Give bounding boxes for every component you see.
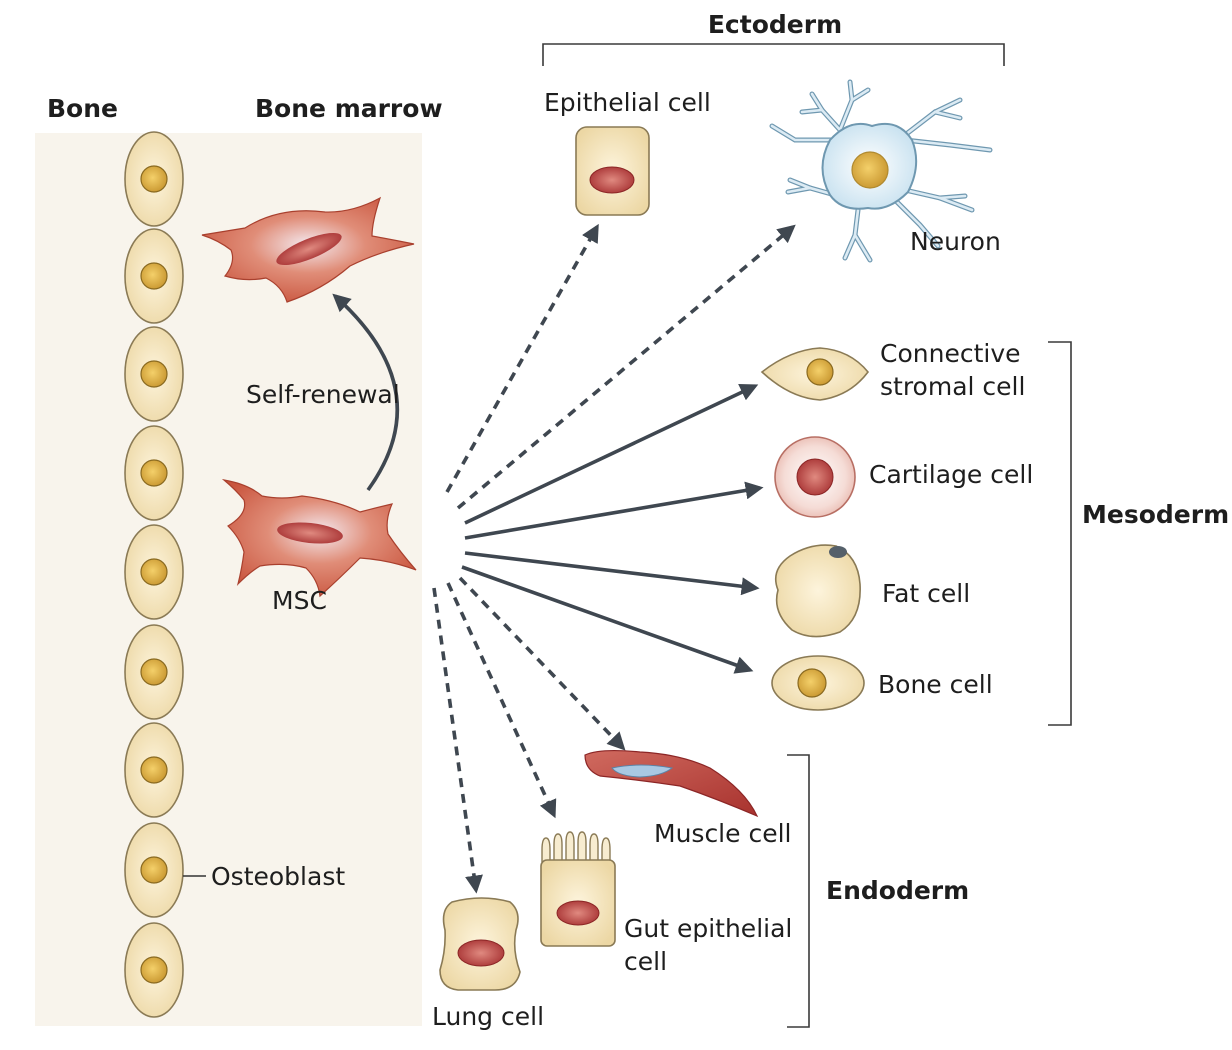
muscle-cell-label: Muscle cell xyxy=(654,819,791,848)
gut-epithelial-cell-label-line1: Gut epithelial xyxy=(624,914,792,943)
osteoblast-cell xyxy=(124,524,184,620)
connective-stromal-cell-label-line2: stromal cell xyxy=(880,372,1025,401)
ectoderm-header: Ectoderm xyxy=(708,10,842,39)
gut-epithelial-cell-label-line2: cell xyxy=(624,947,667,976)
arrow-to-fat-cell xyxy=(464,551,760,596)
connective-stromal-cell-label-line1: Connective xyxy=(880,339,1021,368)
connective-stromal-cell xyxy=(760,347,870,401)
epithelial-cell xyxy=(575,126,650,216)
osteoblast-cell xyxy=(124,722,184,818)
arrow-to-bone-cell xyxy=(461,565,754,674)
fat-cell xyxy=(774,544,861,638)
neuron-label: Neuron xyxy=(910,227,1001,256)
osteoblast-cell xyxy=(124,228,184,324)
msc-cell xyxy=(221,479,417,598)
osteoblast-cell xyxy=(124,822,184,918)
mesoderm-header: Mesoderm xyxy=(1082,500,1229,529)
bone-cell-label: Bone cell xyxy=(878,670,993,699)
muscle-cell xyxy=(584,749,759,818)
osteoblast-cell xyxy=(124,326,184,422)
osteoblast-column xyxy=(124,131,184,1018)
endoderm-bracket xyxy=(787,754,810,1028)
mesoderm-bracket xyxy=(1048,341,1072,726)
arrow-to-cartilage-cell xyxy=(464,481,764,540)
osteoblast-cell xyxy=(124,425,184,521)
osteoblast-cell xyxy=(124,624,184,720)
endoderm-header: Endoderm xyxy=(826,876,969,905)
arrow-to-gut-epithelial-cell xyxy=(446,582,557,819)
arrow-to-neuron xyxy=(456,224,796,510)
arrow-to-lung-cell xyxy=(432,587,483,894)
arrow-to-connective-stromal-cell xyxy=(464,384,759,525)
gut-epithelial-cell xyxy=(540,831,616,947)
arrow-to-muscle-cell xyxy=(458,576,626,751)
bone-header: Bone xyxy=(47,94,118,123)
osteoblast-cell xyxy=(124,131,184,227)
bone-marrow-region xyxy=(35,133,422,1026)
osteoblast-label: Osteoblast xyxy=(211,862,345,891)
msc-renewed-cell xyxy=(201,196,415,303)
msc-label: MSC xyxy=(272,586,327,615)
neuron-cell xyxy=(769,79,993,263)
fat-cell-label: Fat cell xyxy=(882,579,970,608)
cartilage-cell xyxy=(774,436,856,518)
bone-cell xyxy=(771,655,865,711)
epithelial-cell-label: Epithelial cell xyxy=(544,88,711,117)
self-renewal-label: Self-renewal xyxy=(246,380,400,409)
lung-cell-label: Lung cell xyxy=(432,1002,544,1031)
ectoderm-bracket xyxy=(542,43,1005,66)
bone-marrow-header: Bone marrow xyxy=(255,94,443,123)
self-renewal-arrow xyxy=(332,293,399,492)
lung-cell xyxy=(439,897,521,991)
arrow-to-epithelial-cell xyxy=(445,223,599,493)
cartilage-cell-label: Cartilage cell xyxy=(869,460,1033,489)
osteoblast-cell xyxy=(124,922,184,1018)
